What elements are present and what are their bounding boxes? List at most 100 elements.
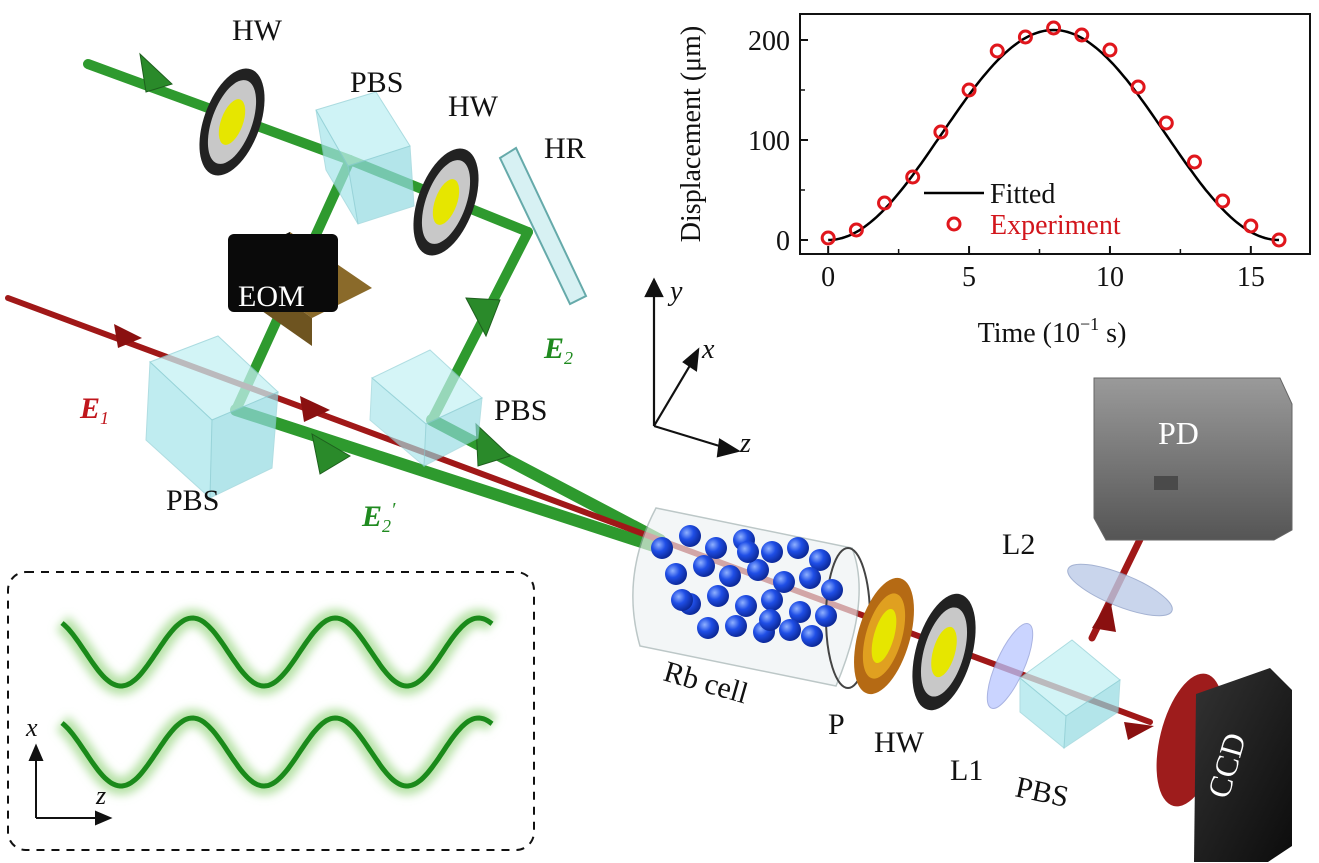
- atom: [809, 549, 831, 571]
- label-hw-bottom: HW: [874, 726, 925, 759]
- pbs-cube-top: [315, 91, 415, 225]
- displacement-chart: 0 5 10 15 0 100 200 Fitted Experiment Displace…: [676, 13, 1311, 349]
- pbs-cube-center: [369, 349, 483, 468]
- label-pbs-left: PBS: [166, 484, 219, 517]
- atom: [821, 579, 843, 601]
- axis-label-y: y: [667, 276, 683, 307]
- ccd-camera: [1156, 668, 1292, 862]
- axis-label-x: x: [701, 334, 715, 365]
- atom: [665, 563, 687, 585]
- arrow-icon: [139, 52, 173, 93]
- label-hr: HR: [544, 132, 586, 165]
- experiment-point: [1158, 115, 1174, 131]
- atom: [679, 525, 701, 547]
- experiment-point: [848, 222, 864, 238]
- atom: [705, 537, 727, 559]
- wave-bottom-core: [60, 715, 494, 789]
- hr-mirror: [498, 146, 588, 306]
- atom: [779, 619, 801, 641]
- atom: [773, 571, 795, 593]
- label-hw-mid: HW: [448, 90, 499, 123]
- label-eom: EOM: [238, 280, 305, 313]
- photodetector: [1093, 377, 1293, 541]
- x-tick-label: 0: [821, 262, 835, 293]
- x-tick-label: 10: [1096, 262, 1124, 293]
- x-tick-label: 5: [962, 262, 976, 293]
- atom: [651, 537, 673, 559]
- y-tick-label: 100: [748, 126, 790, 157]
- arrow-icon: [475, 422, 511, 467]
- experiment-point: [961, 82, 977, 98]
- label-l1: L1: [950, 754, 983, 787]
- green-beam-e2-prime: [230, 404, 666, 554]
- atom: [725, 615, 747, 637]
- axis-label-z: z: [739, 428, 751, 459]
- experiment-point: [933, 124, 949, 140]
- chart-legend: Fitted Experiment: [924, 179, 1121, 241]
- experiment-point: [1017, 29, 1033, 45]
- label-hw-top: HW: [232, 14, 283, 47]
- lens-l2: [1067, 563, 1173, 617]
- atom: [789, 601, 811, 623]
- label-e2: E2: [543, 332, 573, 368]
- red-beam-arrows: [114, 324, 1154, 740]
- y-tick-label: 0: [776, 226, 790, 257]
- label-pbs-top: PBS: [350, 66, 403, 99]
- inset-axes: [28, 743, 113, 826]
- chart-frame: [799, 13, 1311, 255]
- green-beam-arrows: [139, 52, 511, 475]
- experiment-point: [905, 169, 921, 185]
- experiment-point: [1215, 193, 1231, 209]
- x-tick-label: 15: [1237, 262, 1265, 293]
- arrow-icon: [300, 396, 330, 422]
- experiment-point: [1271, 232, 1287, 248]
- half-wave-plate-bottom: [912, 593, 976, 711]
- arrow-icon: [1124, 722, 1154, 740]
- chart-x-axis-label: Time (10−1 s): [978, 314, 1127, 349]
- atom: [747, 559, 769, 581]
- rubidium-atoms: [651, 525, 843, 647]
- atom: [719, 565, 741, 587]
- y-tick-label: 200: [748, 26, 790, 57]
- atom: [787, 537, 809, 559]
- fitted-curve: [828, 28, 1280, 242]
- atom: [697, 617, 719, 639]
- half-wave-plate-top: [199, 68, 265, 176]
- experiment-point: [1243, 218, 1259, 234]
- chart-ticks: 0 5 10 15 0 100 200: [748, 26, 1265, 293]
- wave-top-core: [60, 615, 494, 689]
- eom-modulator: [228, 232, 372, 346]
- atom: [815, 605, 837, 627]
- pbs-cube-left: [145, 335, 279, 500]
- legend-fitted: Fitted: [990, 179, 1055, 210]
- pbs-cube-bottom: [1019, 639, 1121, 750]
- atom: [761, 589, 783, 611]
- half-wave-plate-mid: [413, 148, 479, 256]
- atom: [799, 567, 821, 589]
- label-pbs-bottom: PBS: [1013, 771, 1072, 814]
- label-e2-prime: E2′: [361, 499, 396, 536]
- wave-inset: x z: [7, 571, 535, 851]
- label-p: P: [828, 708, 845, 741]
- label-l2: L2: [1002, 528, 1035, 561]
- coordinate-axes: [644, 277, 741, 458]
- atom: [735, 595, 757, 617]
- experiment-point: [989, 43, 1005, 59]
- inset-z-axis-label: z: [95, 781, 106, 810]
- lens-l1: [986, 623, 1034, 709]
- atom: [737, 541, 759, 563]
- atom: [693, 555, 715, 577]
- atom: [671, 589, 693, 611]
- legend-experiment: Experiment: [990, 210, 1121, 241]
- chart-y-axis-label: Displacement (μm): [676, 26, 707, 242]
- arrow-icon: [114, 324, 142, 348]
- experiment-point: [820, 230, 836, 246]
- polarizer: [854, 577, 914, 695]
- experiment-points: [820, 20, 1287, 248]
- atom: [801, 625, 823, 647]
- label-e1: E1: [79, 392, 109, 428]
- arrow-icon: [465, 297, 501, 338]
- label-pbs-center: PBS: [494, 394, 547, 427]
- experiment-point: [877, 195, 893, 211]
